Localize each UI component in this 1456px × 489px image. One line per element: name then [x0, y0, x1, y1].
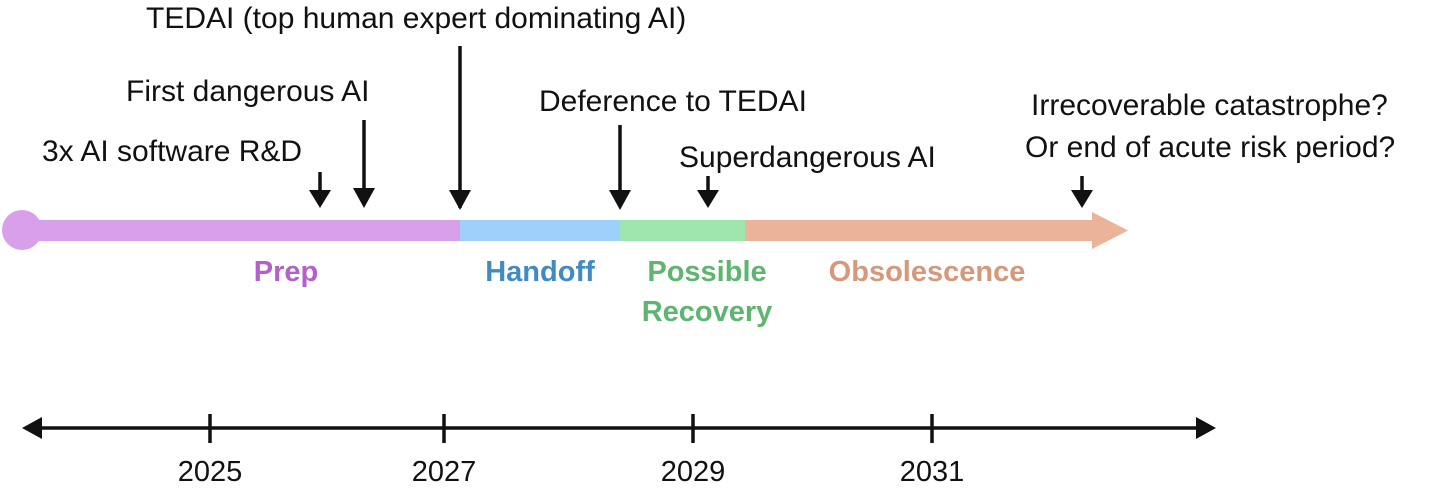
event-label-rnd: 3x AI software R&D: [42, 135, 302, 168]
phase-label-obsolescence: Obsolescence: [829, 256, 1026, 288]
phase-bar-arrowhead: [1092, 212, 1128, 249]
arrow-deference-head: [609, 190, 631, 210]
axis-right-arrowhead: [1196, 417, 1216, 439]
axis-label-2031: 2031: [900, 456, 965, 484]
phase-bar: [2, 210, 1128, 250]
phase-segment-obsolescence: [745, 220, 1092, 241]
phase-label-recovery-line1: Possible: [647, 256, 766, 288]
axis-label-2027: 2027: [412, 456, 477, 484]
arrow-first-dangerous-head: [353, 188, 375, 208]
event-label-irrecoverable: Irrecoverable catastrophe?: [1031, 89, 1388, 122]
arrow-superdangerous-head: [697, 190, 719, 208]
year-axis: 2025 2027 2029 2031: [22, 414, 1216, 488]
phase-segment-handoff: [460, 220, 620, 241]
event-label-first-dangerous: First dangerous AI: [126, 75, 369, 108]
phase-label-recovery-line2: Recovery: [642, 296, 773, 328]
arrow-tedai-head: [449, 190, 471, 210]
event-label-deference: Deference to TEDAI: [539, 85, 807, 118]
event-label-end-risk: Or end of acute risk period?: [1025, 131, 1395, 164]
axis-left-arrowhead: [22, 417, 42, 439]
axis-label-2025: 2025: [178, 456, 243, 484]
phase-segment-recovery: [620, 220, 745, 241]
arrow-irrecoverable-head: [1071, 190, 1093, 208]
phase-label-prep: Prep: [254, 256, 318, 288]
event-label-superdangerous: Superdangerous AI: [679, 141, 936, 174]
phase-segment-prep: [22, 220, 460, 241]
axis-label-2029: 2029: [661, 456, 726, 484]
event-arrows: [309, 46, 1093, 210]
event-label-tedai: TEDAI (top human expert dominating AI): [146, 2, 686, 35]
phase-label-handoff: Handoff: [485, 256, 595, 288]
arrow-rnd-head: [309, 190, 331, 208]
